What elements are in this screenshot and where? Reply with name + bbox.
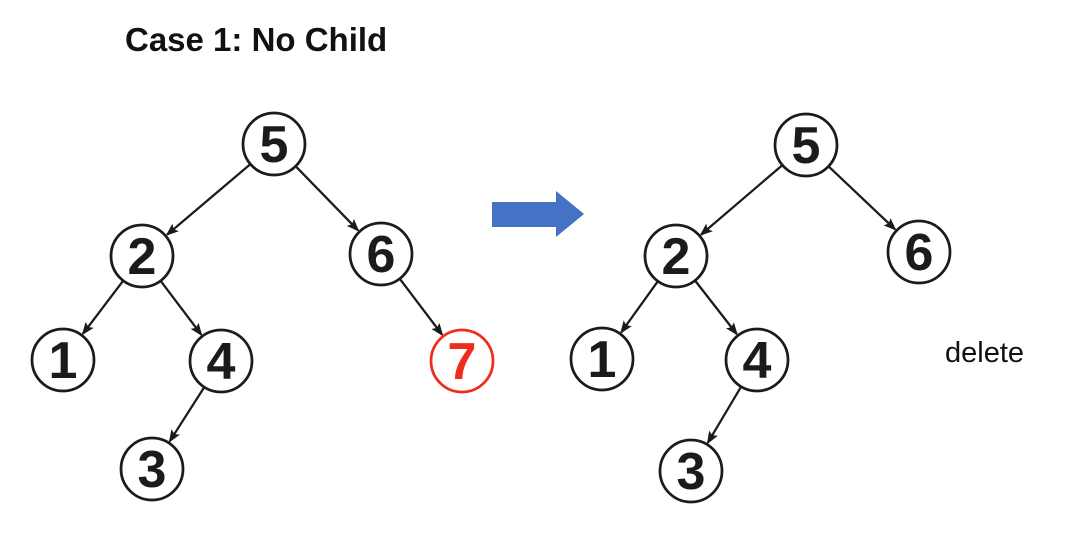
tree-node-label-before-4: 4 — [207, 333, 236, 391]
tree-node-label-after-6: 6 — [905, 224, 934, 282]
tree-edge-before-4-3 — [168, 386, 206, 443]
tree-node-label-before-7: 7 — [448, 333, 477, 391]
tree-edge-before-6-7 — [398, 278, 444, 337]
tree-edge-after-5-2 — [699, 164, 784, 236]
tree-node-circle-after-2 — [643, 223, 709, 289]
tree-edge-before-5-6 — [294, 165, 360, 232]
case-title: Case 1: No Child — [125, 21, 387, 58]
tree-node-label-before-5: 5 — [260, 116, 289, 174]
tree-node-label-after-4: 4 — [743, 332, 772, 390]
tree-edge-after-5-6 — [827, 165, 897, 231]
tree-edge-before-2-4 — [159, 280, 203, 337]
tree-node-label-after-1: 1 — [588, 331, 617, 389]
tree-node-circle-before-1 — [30, 327, 96, 393]
tree-node-label-before-6: 6 — [367, 226, 396, 284]
tree-edge-after-2-4 — [694, 279, 738, 336]
tree-edge-after-4-3 — [706, 386, 743, 445]
tree-node-label-after-5: 5 — [792, 117, 821, 175]
tree-edge-before-5-2 — [165, 163, 252, 236]
tree-node-circle-before-4 — [188, 328, 254, 394]
tree-edge-after-2-1 — [620, 280, 659, 334]
tree-node-circle-after-5 — [773, 112, 839, 178]
tree-node-circle-before-5 — [241, 111, 307, 177]
tree-node-circle-before-2 — [109, 223, 175, 289]
tree-node-circle-after-1 — [569, 326, 635, 392]
tree-node-label-after-3: 3 — [677, 443, 706, 501]
tree-after: 5 2 6 1 43 — [569, 112, 952, 504]
right-arrow-icon — [492, 191, 584, 237]
tree-node-label-before-3: 3 — [138, 441, 167, 499]
tree-node-circle-before-6 — [348, 221, 414, 287]
tree-before: 5 2 6 1 4 7 3 — [30, 111, 495, 502]
tree-node-circle-after-6 — [886, 219, 952, 285]
tree-edge-before-2-1 — [81, 280, 125, 336]
tree-node-circle-before-7 — [429, 328, 495, 394]
tree-node-label-before-2: 2 — [128, 228, 157, 286]
tree-node-label-after-2: 2 — [662, 228, 691, 286]
tree-node-label-before-1: 1 — [49, 332, 78, 390]
delete-label: delete — [945, 337, 1024, 369]
tree-node-circle-after-4 — [724, 327, 790, 393]
tree-node-circle-before-3 — [119, 436, 185, 502]
tree-node-circle-after-3 — [658, 438, 724, 504]
